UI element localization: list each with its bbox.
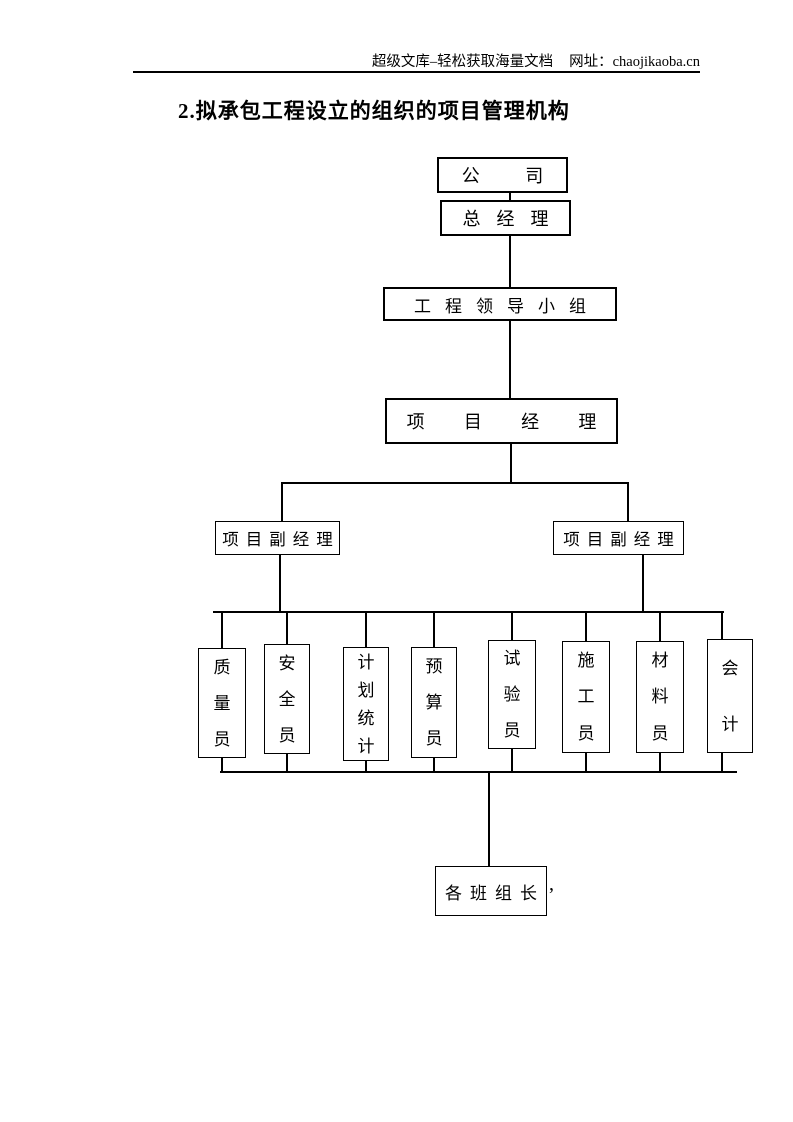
edge-gm-leading-group [509, 235, 511, 288]
edge-branch-deputy-right [627, 482, 629, 522]
staff-top-line [213, 611, 724, 613]
staff-drop-1 [221, 611, 223, 651]
staff-riser-1 [221, 745, 223, 773]
org-box-material-officer: 材料员 [636, 641, 684, 753]
staff-drop-3 [365, 611, 367, 651]
staff-riser-6 [585, 745, 587, 773]
staff-drop-4 [433, 611, 435, 651]
page-header: 超级文库–轻松获取海量文档 网址：chaojikaoba.cn [372, 50, 700, 71]
org-box-general-manager: 总经理 [440, 200, 571, 236]
org-box-accountant: 会计 [707, 639, 753, 753]
org-box-company: 公司 [437, 157, 568, 193]
staff-riser-7 [659, 745, 661, 773]
page-title: 2.拟承包工程设立的组织的项目管理机构 [178, 99, 570, 123]
org-box-quality-officer: 质量员 [198, 648, 246, 758]
org-box-test-officer: 试验员 [488, 640, 536, 749]
branch-line-deputies [281, 482, 629, 484]
header-url-text: 网址：chaojikaoba.cn [569, 54, 700, 70]
edge-deputy-left-down [279, 553, 281, 613]
edge-to-team-leaders [488, 771, 490, 866]
staff-riser-5 [511, 745, 513, 773]
staff-drop-7 [659, 611, 661, 651]
edge-company-gm [509, 192, 511, 202]
edge-pm-branch [510, 443, 512, 484]
staff-drop-6 [585, 611, 587, 651]
org-box-leading-group: 工程领导小组 [383, 287, 617, 321]
header-site-text: 超级文库–轻松获取海量文档 [371, 54, 554, 70]
staff-drop-2 [286, 611, 288, 651]
org-box-construction-officer: 施工员 [562, 641, 610, 753]
edge-branch-deputy-left [281, 482, 283, 522]
trailing-comma: , [549, 873, 554, 895]
header-rule [133, 71, 700, 73]
staff-drop-5 [511, 611, 513, 651]
org-box-project-manager: 项目经理 [385, 398, 618, 444]
staff-riser-8 [721, 745, 723, 773]
org-box-team-leaders: 各班组长 [435, 866, 547, 916]
org-box-planning-statistics: 计划统计 [343, 647, 389, 761]
org-box-deputy-manager-left: 项目副经理 [215, 521, 340, 555]
staff-riser-4 [433, 745, 435, 773]
staff-riser-2 [286, 745, 288, 773]
staff-bottom-line [220, 771, 737, 773]
org-box-budget-officer: 预算员 [411, 647, 457, 758]
staff-drop-8 [721, 611, 723, 651]
edge-deputy-right-down [642, 553, 644, 613]
org-box-deputy-manager-right: 项目副经理 [553, 521, 684, 555]
edge-leading-group-pm [509, 319, 511, 399]
org-box-safety-officer: 安全员 [264, 644, 310, 754]
